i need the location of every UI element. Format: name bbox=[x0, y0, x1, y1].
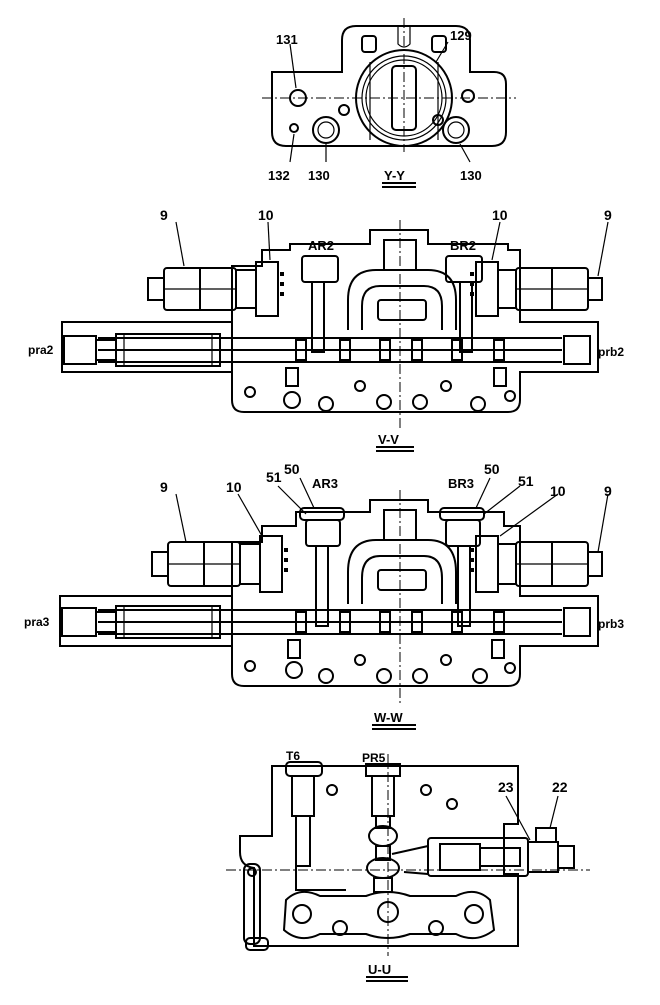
ww-label-51-left: 51 bbox=[266, 469, 282, 485]
ww-label-9-right: 9 bbox=[604, 483, 612, 499]
vv-label-10-right: 10 bbox=[492, 207, 508, 223]
ww-label-10-left: 10 bbox=[226, 479, 242, 495]
vv-label-ar2: AR2 bbox=[308, 238, 334, 253]
vv-label-pra2: pra2 bbox=[28, 343, 54, 357]
ww-label-51-right: 51 bbox=[518, 473, 534, 489]
uu-label-22: 22 bbox=[552, 779, 568, 795]
view-uu: T6 PR5 23 22 U-U bbox=[226, 749, 590, 982]
vv-spool-lands bbox=[295, 339, 505, 361]
uu-label-23: 23 bbox=[498, 779, 514, 795]
vv-bottom-ports bbox=[244, 367, 516, 412]
yy-label-130-right: 130 bbox=[460, 168, 482, 183]
vv-label-br2: BR2 bbox=[450, 238, 476, 253]
yy-title: Y-Y bbox=[384, 168, 405, 183]
ww-label-10-right: 10 bbox=[550, 483, 566, 499]
ww-label-ar3: AR3 bbox=[312, 476, 338, 491]
vv-label-9-right: 9 bbox=[604, 207, 612, 223]
yy-label-129: 129 bbox=[450, 28, 472, 43]
ww-label-50-right: 50 bbox=[484, 461, 500, 477]
uu-title: U-U bbox=[368, 962, 391, 977]
vv-label-10-left: 10 bbox=[258, 207, 274, 223]
ww-bottom-ports bbox=[244, 639, 516, 684]
vv-label-9-left: 9 bbox=[160, 207, 168, 223]
ww-label-50-left: 50 bbox=[284, 461, 300, 477]
yy-label-130-left: 130 bbox=[308, 168, 330, 183]
ww-label-pra3: pra3 bbox=[24, 615, 50, 629]
ww-spool-lands bbox=[295, 611, 505, 633]
view-ww: 50 50 51 AR3 BR3 51 9 10 10 9 pra3 prb3 … bbox=[24, 461, 624, 730]
uu-label-t6: T6 bbox=[286, 749, 300, 763]
ww-label-prb3: prb3 bbox=[598, 617, 624, 631]
vv-title: V-V bbox=[378, 432, 399, 447]
uu-label-pr5: PR5 bbox=[362, 751, 386, 765]
yy-label-132: 132 bbox=[268, 168, 290, 183]
ww-title: W-W bbox=[374, 710, 403, 725]
vv-label-prb2: prb2 bbox=[598, 345, 624, 359]
ww-label-br3: BR3 bbox=[448, 476, 474, 491]
view-vv: 9 10 AR2 BR2 10 9 pra2 prb2 V-V bbox=[28, 207, 624, 452]
yy-label-131: 131 bbox=[276, 32, 298, 47]
ww-label-9-left: 9 bbox=[160, 479, 168, 495]
view-yy: 131 129 132 130 130 Y-Y bbox=[262, 18, 516, 188]
